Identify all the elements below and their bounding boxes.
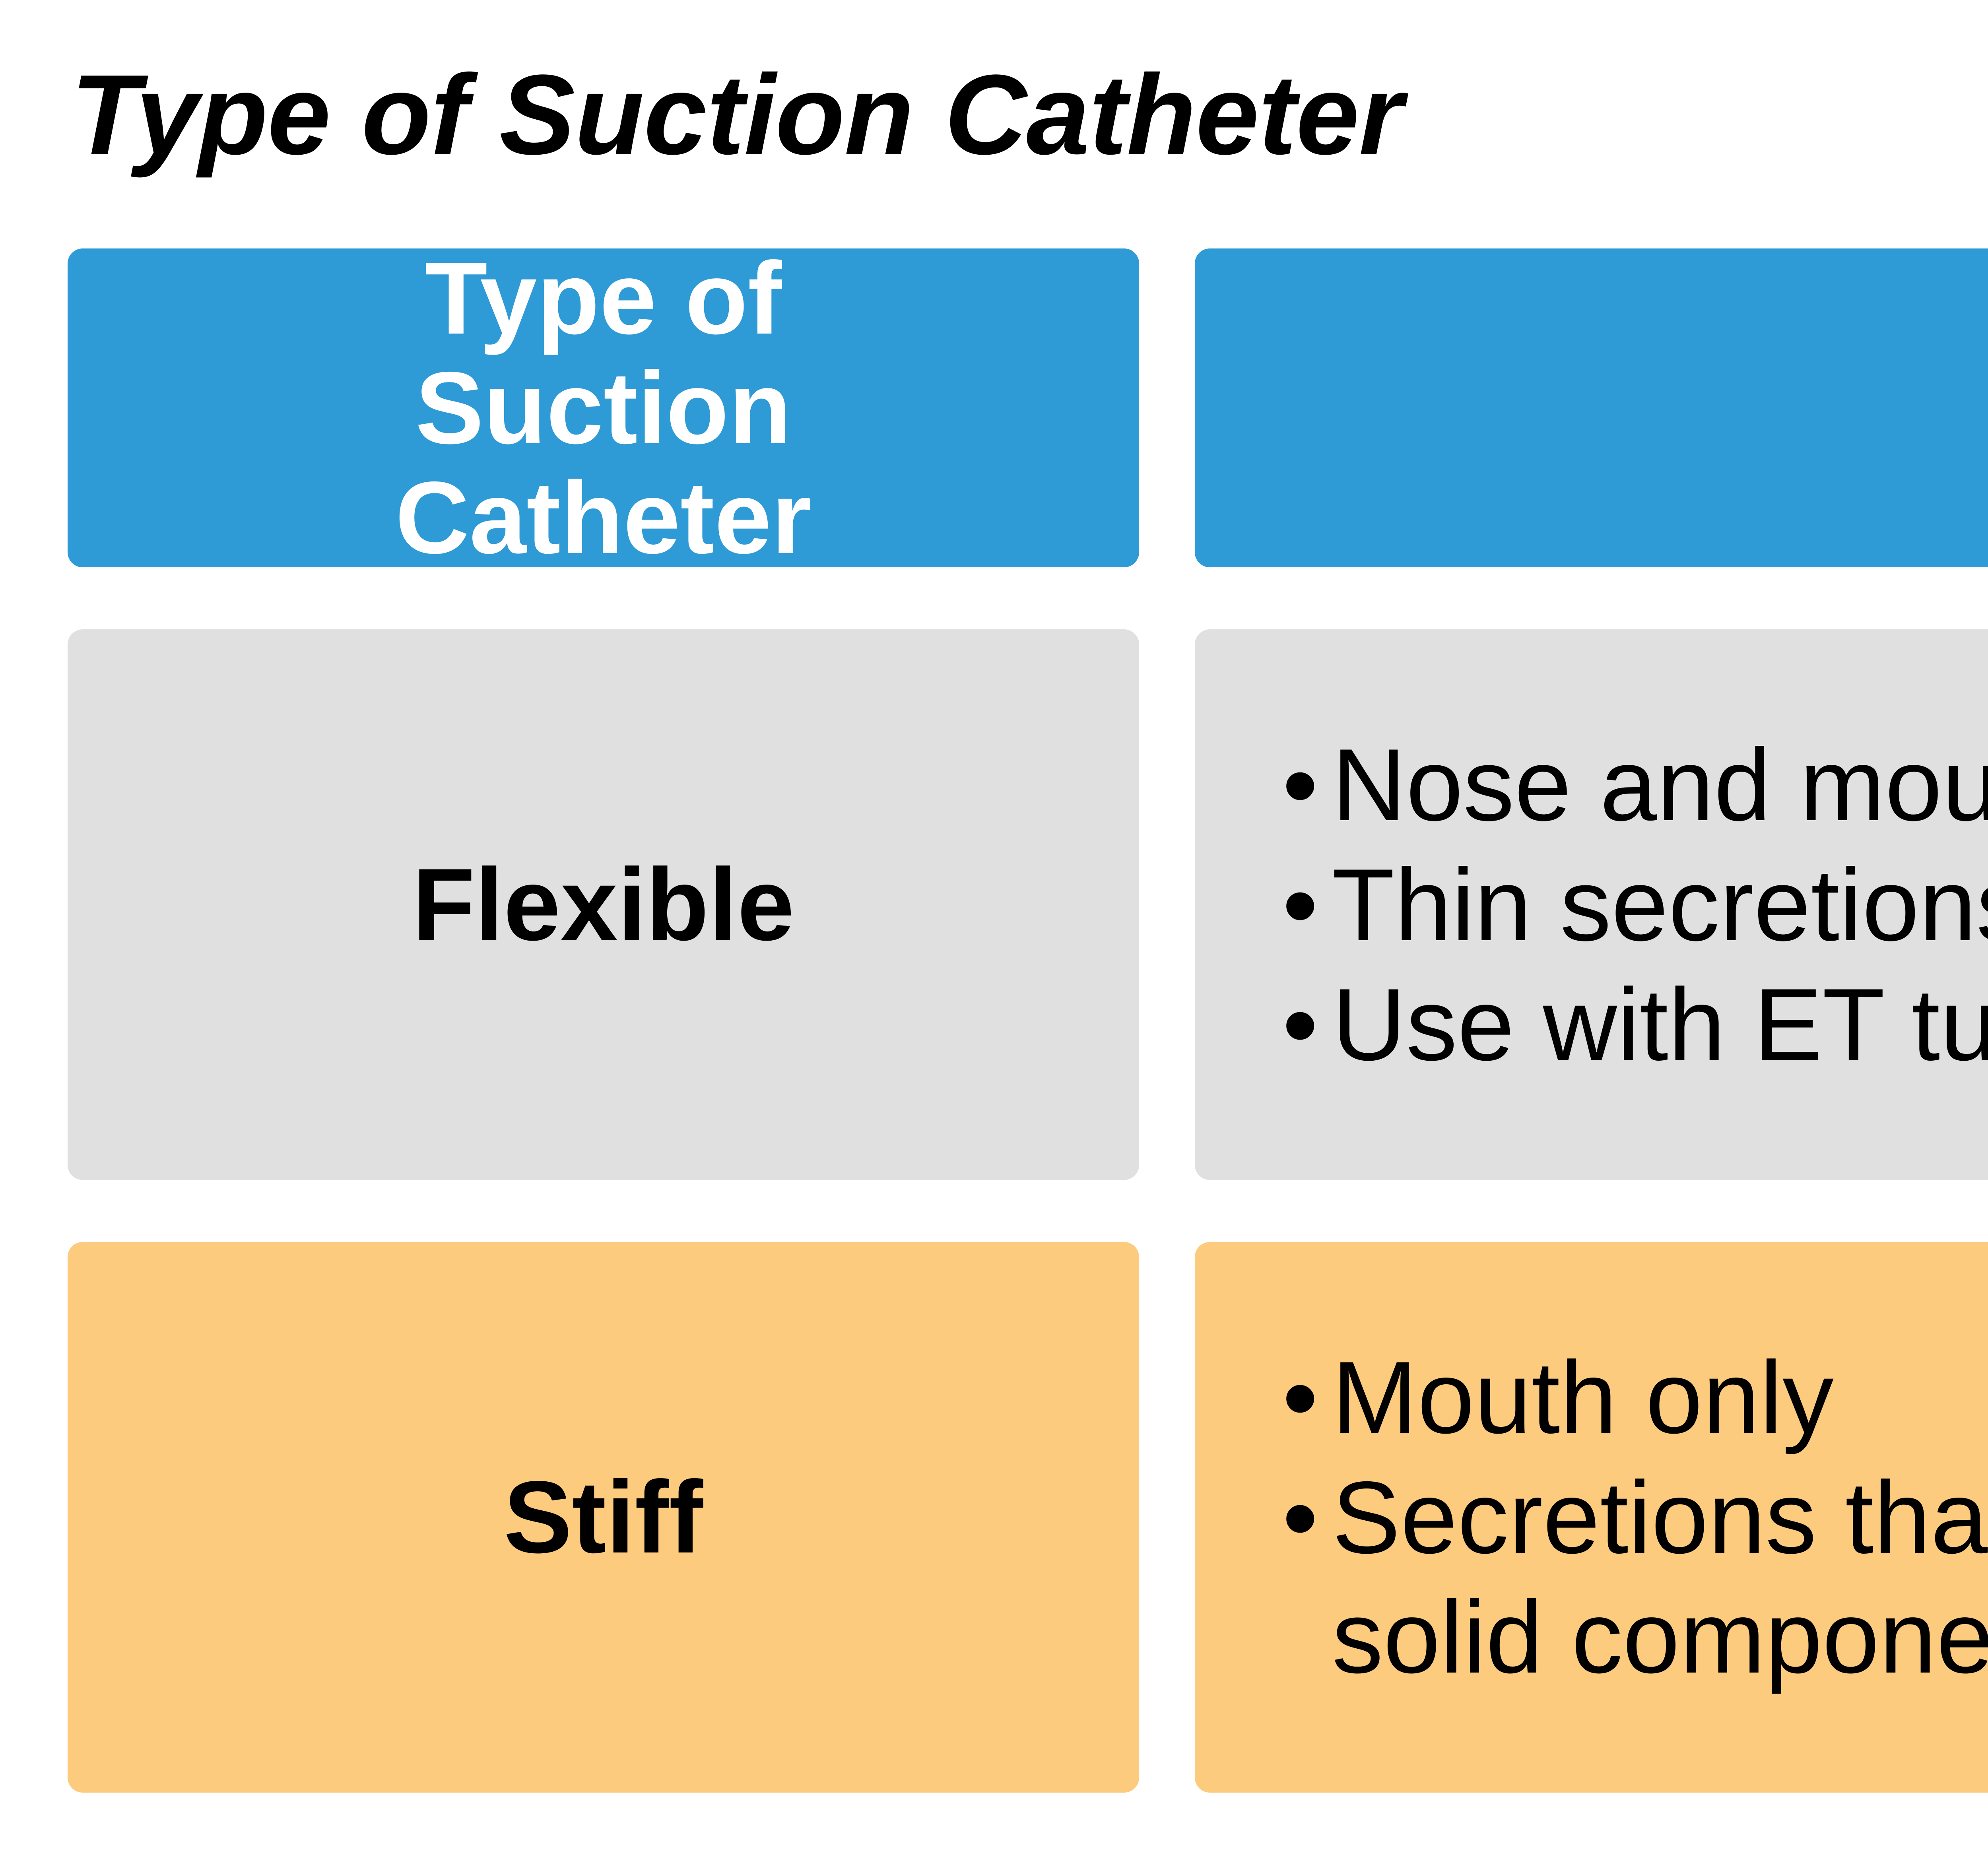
suction-catheter-table: Type of Suction Catheter Uses Flexible N… xyxy=(68,248,1988,1793)
header-label-type: Type of Suction Catheter xyxy=(395,248,812,567)
catheter-type-label: Flexible xyxy=(412,847,794,962)
row-type-cell-stiff: Stiff xyxy=(68,1242,1139,1793)
uses-list-stiff: Mouth only Secretions that are thick or … xyxy=(1195,1337,1988,1698)
header-label-uses: Uses xyxy=(1969,353,1988,463)
row-uses-cell-flexible: Nose and mouth Thin secretions Use with … xyxy=(1195,629,1988,1180)
list-item: Mouth only xyxy=(1282,1337,1988,1457)
list-item: Secretions that are thick or have solid … xyxy=(1282,1457,1988,1698)
list-item: Use with ET tube or NPA xyxy=(1282,964,1988,1085)
table-header-row: Type of Suction Catheter Uses xyxy=(68,248,1988,567)
header-cell-type-of-suction-catheter: Type of Suction Catheter xyxy=(68,248,1139,567)
row-uses-cell-stiff: Mouth only Secretions that are thick or … xyxy=(1195,1242,1988,1793)
uses-list-flexible: Nose and mouth Thin secretions Use with … xyxy=(1195,725,1988,1085)
table-row: Stiff Mouth only Secretions that are thi… xyxy=(68,1242,1988,1793)
page-title: Type of Suction Catheter xyxy=(71,51,1403,178)
list-item: Thin secretions xyxy=(1282,845,1988,965)
list-item: Nose and mouth xyxy=(1282,725,1988,845)
table-row: Flexible Nose and mouth Thin secretions … xyxy=(68,629,1988,1180)
row-type-cell-flexible: Flexible xyxy=(68,629,1139,1180)
catheter-type-label: Stiff xyxy=(503,1459,703,1575)
header-cell-uses: Uses xyxy=(1195,248,1988,567)
